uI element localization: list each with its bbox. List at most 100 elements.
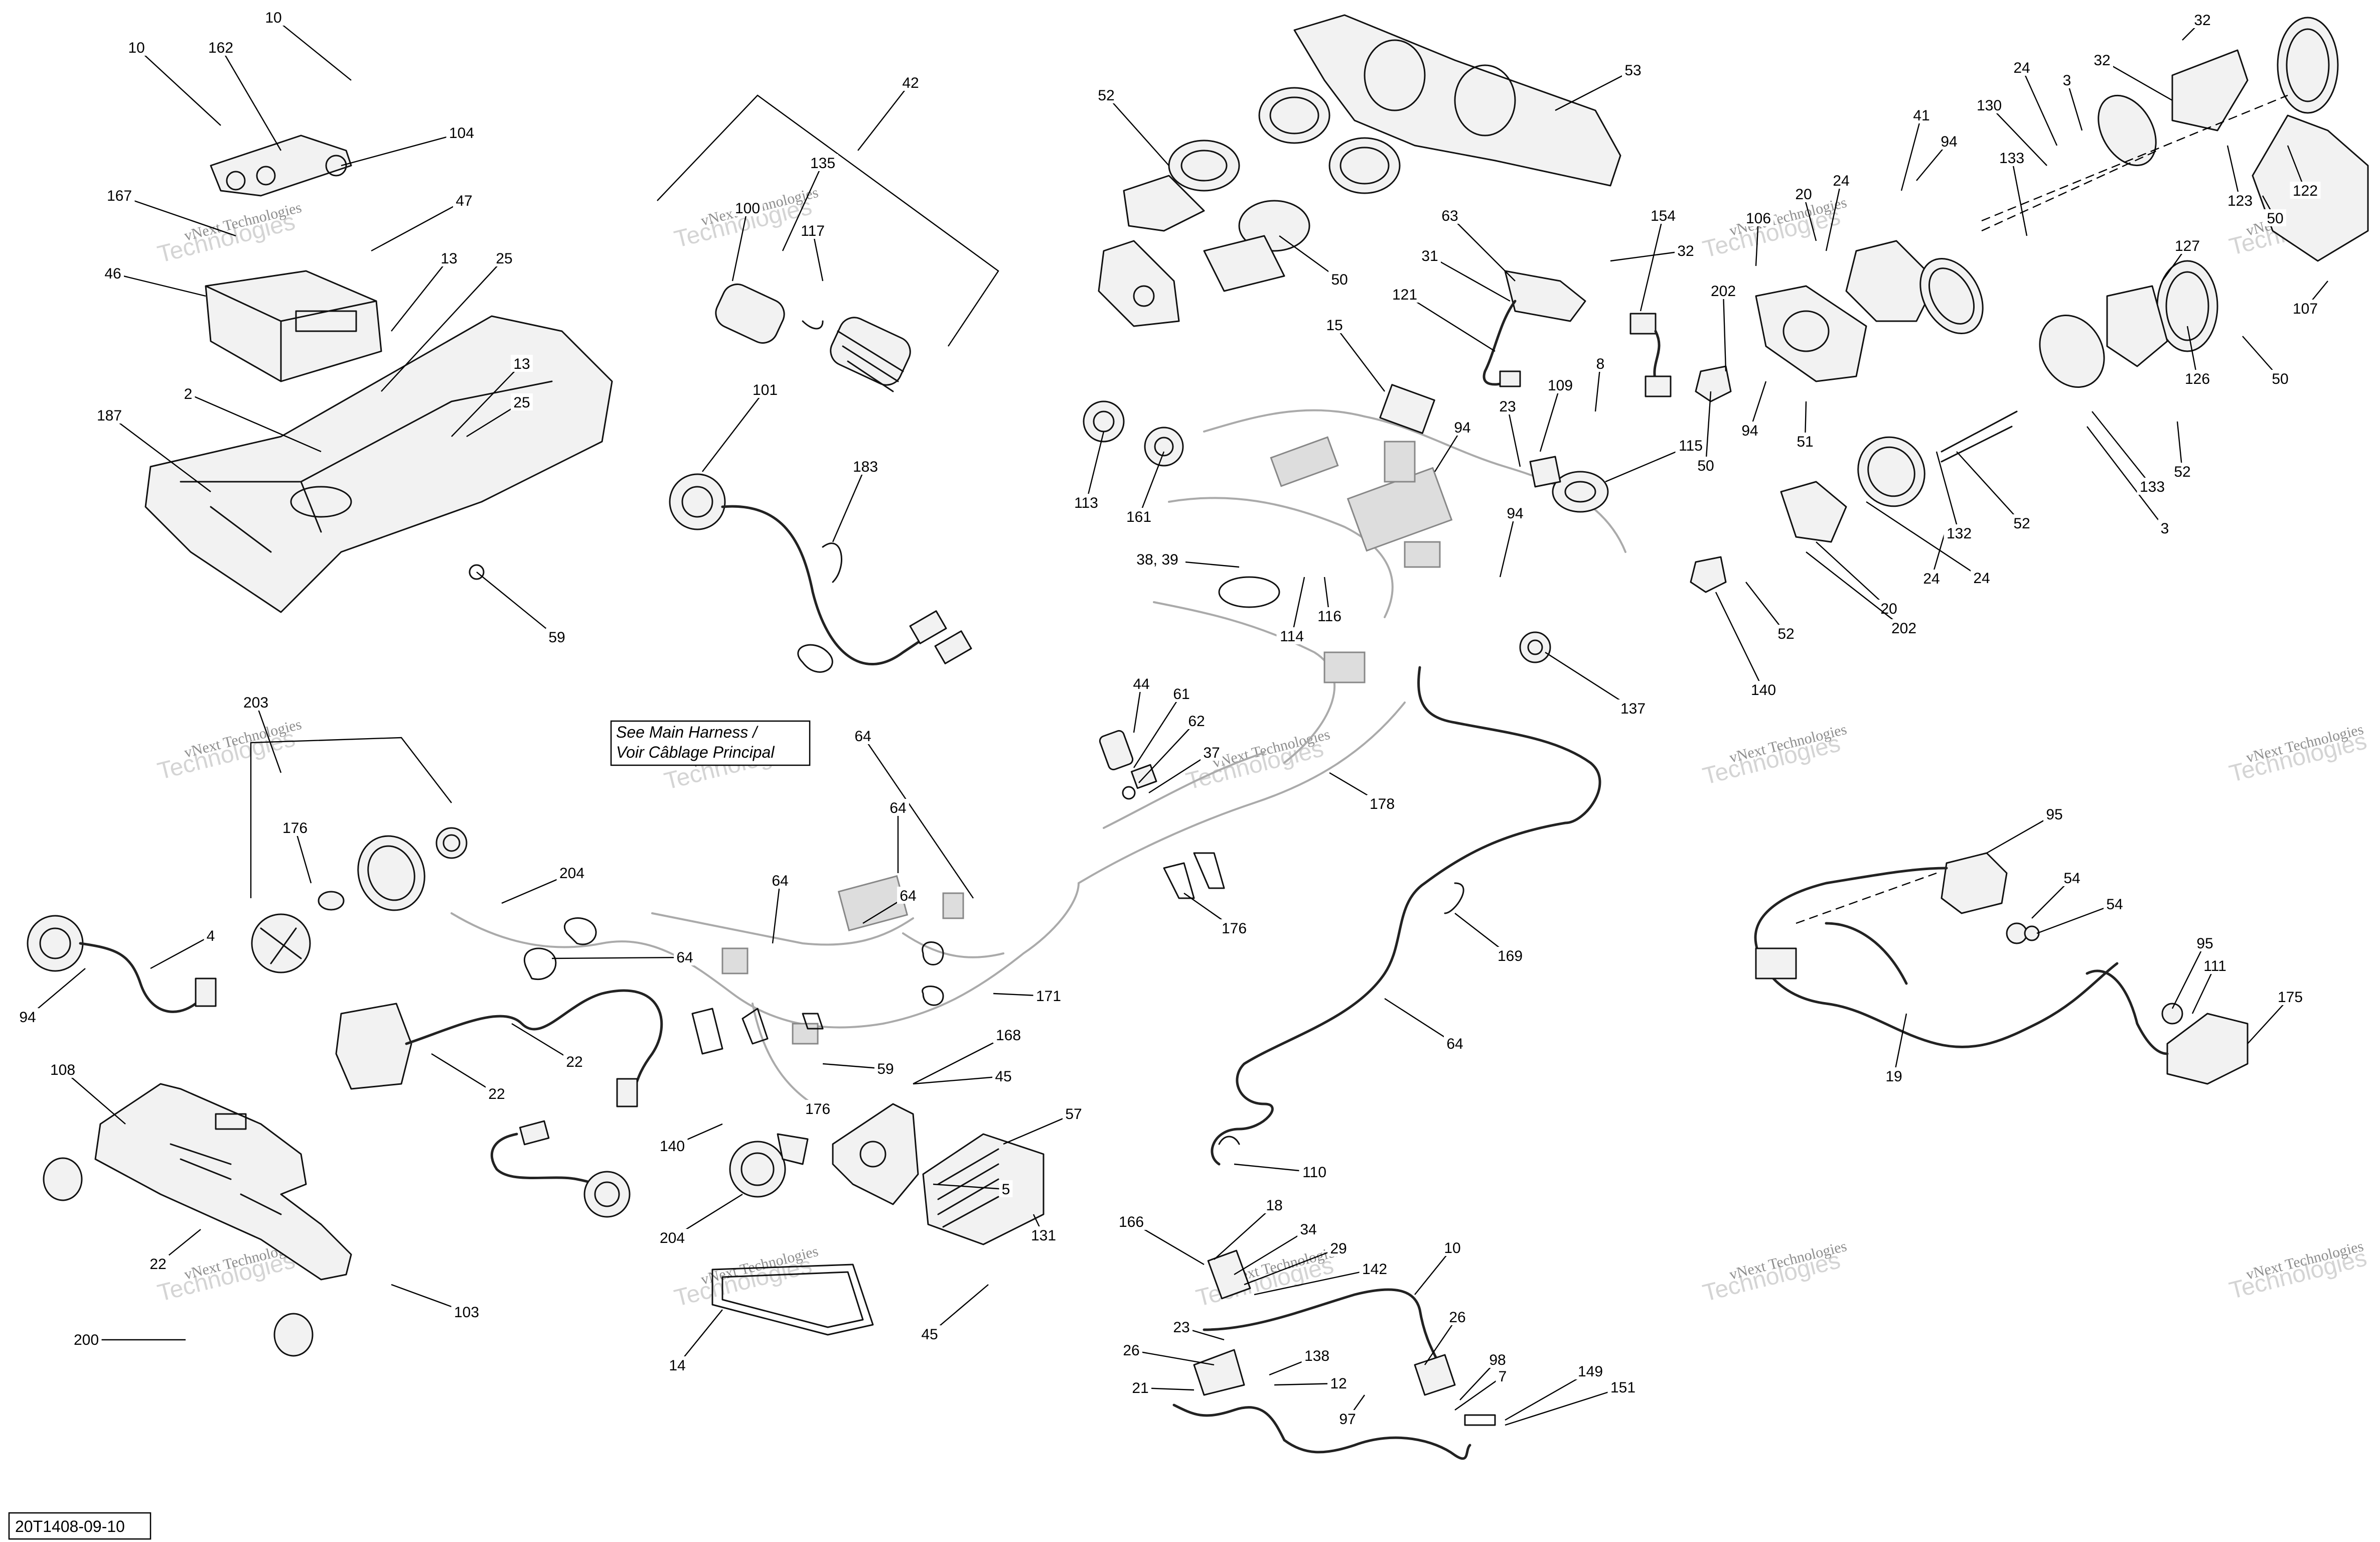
part-callout-label: 204	[660, 1230, 685, 1246]
callout-leader	[2036, 903, 2115, 934]
callout-label-bg	[1743, 209, 1774, 226]
callout-label-bg	[1971, 569, 1993, 586]
center-harness-ghost	[451, 875, 1080, 1105]
connector-154	[1629, 313, 1672, 397]
callout-leader	[255, 702, 282, 773]
callout-leader	[1384, 998, 1455, 1045]
part-callout-label: 34	[1300, 1221, 1316, 1238]
part-callout-label: 94	[1941, 133, 1957, 150]
callout-label-bg	[147, 1255, 169, 1272]
callout-leader	[1545, 651, 1633, 710]
horn-harness-175	[1754, 852, 2249, 1085]
part-callout-label: 22	[566, 1054, 582, 1070]
callout-leader	[1715, 592, 1764, 690]
callout-label-bg	[1033, 987, 1064, 1004]
part-callout-label: 13	[513, 356, 530, 372]
callout-label-bg	[2061, 869, 2083, 886]
callout-leader	[1404, 294, 1496, 352]
callout-leader	[1825, 180, 1842, 251]
part-callout-label: 137	[1620, 700, 1646, 717]
callout-label-bg	[556, 864, 587, 881]
callout-label-bg	[2191, 11, 2213, 28]
callout-leader	[150, 935, 211, 969]
part-callout-label: 38, 39	[1136, 551, 1178, 568]
part-callout-label: 113	[1074, 495, 1098, 511]
headlight-bezel	[1293, 14, 1621, 187]
callout-label-bg	[511, 355, 533, 372]
callout-leader	[476, 572, 557, 638]
callout-label-bg	[1116, 1213, 1147, 1230]
part-callout-label: 167	[107, 188, 132, 204]
callout-leader	[1893, 1013, 1907, 1077]
callout-leader	[1291, 577, 1305, 637]
callout-label-bg	[486, 1085, 508, 1102]
part-callout-label: 133	[2140, 479, 2165, 495]
callout-label-bg	[1170, 1318, 1193, 1335]
callout-leader	[112, 272, 206, 297]
callout-leader	[772, 880, 781, 944]
part-callout-label: 52	[2013, 515, 2030, 532]
callout-leader	[1507, 406, 1521, 467]
part-callout-label: 94	[1507, 505, 1523, 522]
callout-label-bg	[2194, 934, 2216, 951]
callout-leader	[1816, 541, 1889, 609]
part-callout-label: 64	[676, 949, 693, 966]
part-callout-label: 176	[805, 1101, 830, 1117]
part-callout-label: 61	[1173, 686, 1189, 703]
part-callout-label: 5	[1002, 1181, 1010, 1198]
clip	[325, 155, 347, 177]
callout-label-bg	[1794, 433, 1816, 450]
callout-leader	[1429, 255, 1511, 302]
part-callout-label: 132	[1947, 525, 1972, 542]
lamp-housing	[357, 827, 468, 911]
note-line-1: See Main Harness /	[616, 723, 759, 741]
callout-leader	[1505, 1370, 1591, 1421]
part-callout-label: 42	[902, 75, 919, 91]
callout-label-bg	[1299, 1163, 1330, 1180]
callout-label-bg	[2171, 463, 2193, 480]
see-main-harness-note: See Main Harness / Voir Câblage Principa…	[610, 720, 811, 766]
callout-label-bg	[1071, 494, 1102, 511]
part-callout-label: 151	[1610, 1379, 1635, 1396]
callout-leader	[1866, 501, 1982, 579]
callout-label-bg	[1938, 132, 1960, 150]
callout-leader	[1106, 95, 1169, 166]
callout-label-bg	[1129, 1379, 1151, 1396]
part-callout-label: 15	[1326, 317, 1343, 334]
callout-label-bg	[1263, 1196, 1285, 1213]
reference-code-text: 20T1408-09-10	[15, 1517, 125, 1535]
sensor-137	[1519, 631, 1551, 663]
switch-113	[1083, 400, 1125, 443]
part-callout-label: 178	[1370, 796, 1395, 812]
callout-leader	[1254, 1268, 1375, 1296]
callout-leader	[913, 1075, 1004, 1085]
part-callout-label: 24	[1833, 173, 1849, 189]
callout-leader	[1133, 693, 1182, 768]
part-callout-label: 46	[104, 265, 121, 282]
callout-label-bg	[2290, 182, 2321, 199]
callout-leader	[551, 956, 685, 959]
lamp-140	[729, 1133, 809, 1198]
callout-label-bg	[1497, 397, 1519, 414]
part-callout-label: 133	[1999, 150, 2024, 167]
part-callout-label: 135	[810, 155, 835, 172]
part-callout-label: 123	[2227, 193, 2253, 209]
part-callout-label: 26	[1449, 1309, 1465, 1326]
callout-label-bg	[1695, 457, 1717, 474]
callout-label-bg	[240, 693, 271, 711]
part-callout-label: 29	[1330, 1240, 1347, 1257]
part-callout-label: 138	[1304, 1348, 1329, 1364]
callout-label-bg	[1314, 607, 1345, 624]
callout-label-bg	[750, 381, 781, 398]
part-callout-label: 2	[184, 386, 193, 402]
part-callout-label: 94	[1454, 419, 1470, 436]
part-callout-label: 20	[1880, 601, 1897, 617]
part-callout-label: 52	[2174, 464, 2190, 480]
callout-label-bg	[1883, 1067, 1905, 1084]
part-callout-label: 24	[2013, 60, 2030, 76]
part-callout-label: 44	[1133, 676, 1149, 692]
callout-label-bg	[1607, 1378, 1639, 1395]
part-callout-label: 171	[1036, 988, 1061, 1005]
callout-label-bg	[2172, 237, 2203, 254]
